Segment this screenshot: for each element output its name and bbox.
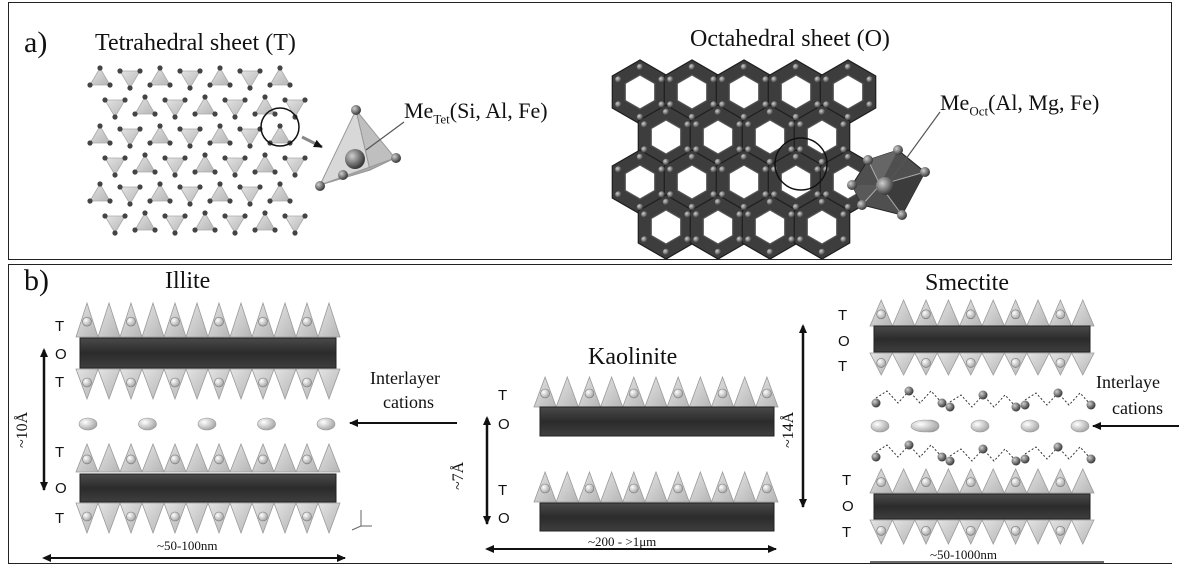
octahedral-sheet-network [611, 59, 877, 260]
kaolinite-width-label: ~200 - >1μm [588, 534, 657, 549]
smectite-width-label: ~50-1000nm [930, 547, 997, 562]
tetrahedral-sheet-network [87, 65, 308, 236]
kaolinite-spacing-label: ~7Å [450, 461, 467, 490]
octahedron-model [847, 111, 941, 220]
illite-structure [75, 301, 341, 535]
smectite-title: Smectite [925, 270, 1009, 296]
octahedral-sheet-title: Octahedral sheet (O) [690, 26, 890, 52]
tetrahedral-sheet-title: Tetrahedral sheet (T) [95, 30, 296, 56]
tetrahedron-model [315, 105, 405, 191]
oct-metal-label: MeOct(Al, Mg, Fe) [940, 90, 1099, 119]
oct-metal-subscript: Oct [969, 103, 989, 119]
illite-interlayer-label-1: Interlayer [370, 368, 440, 388]
tet-metal-elements: (Si, Al, Fe) [449, 98, 548, 123]
panel-a-frame [8, 2, 1172, 260]
smectite-stack-top-t: T [838, 307, 848, 324]
smectite-spacing-label: ~14Å [780, 411, 797, 448]
illite-stack-bottom-t: T [55, 444, 65, 461]
illite-interlayer-label-2: cations [383, 392, 434, 412]
tet-zoom-circle [260, 107, 300, 147]
tet-zoom-arrow [301, 135, 323, 149]
kaolinite-stack-bottom-o: O [498, 510, 510, 527]
axis-glyph [351, 510, 372, 531]
tet-metal-symbol: Me [404, 98, 434, 123]
smectite-stack-bottom-o: O [842, 498, 854, 515]
tet-metal-subscript: Tet [433, 111, 450, 127]
kaolinite-title: Kaolinite [588, 344, 678, 370]
oct-zoom-circle [774, 137, 828, 191]
tet-metal-label: MeTet(Si, Al, Fe) [404, 98, 548, 127]
illite-stack-top-o: O [55, 346, 67, 363]
smectite-stack-bottom-t: T [842, 472, 852, 489]
kaolinite-stack-top-o: O [498, 416, 510, 433]
illite-stack-bottom-o: O [55, 480, 67, 497]
smectite-interlayer-label-2: cations [1112, 398, 1163, 418]
illite-title: Illite [165, 268, 211, 294]
panel-a-label: a) [24, 26, 48, 59]
kaolinite-stack-bottom-t: T [498, 482, 508, 499]
kaolinite-structure [533, 375, 779, 532]
smectite-interlayer-label-1: Interlaye [1096, 372, 1160, 392]
illite-stack-bottom-t2: T [55, 510, 65, 527]
illite-stack-top-t2: T [55, 374, 65, 391]
smectite-stack-top-o: O [838, 333, 850, 350]
oct-metal-elements: (Al, Mg, Fe) [988, 90, 1100, 115]
smectite-stack-top-t2: T [838, 358, 848, 375]
illite-stack-top-t: T [55, 318, 65, 335]
panel-b-frame [8, 264, 1172, 564]
smectite-structure [869, 298, 1096, 545]
smectite-stack-bottom-t2: T [842, 524, 852, 541]
panel-b-label: b) [24, 264, 49, 297]
kaolinite-stack-top-t: T [498, 387, 508, 404]
illite-spacing-label: ~10Å [14, 411, 31, 448]
illite-width-label: ~50-100nm [157, 538, 218, 553]
oct-metal-symbol: Me [940, 90, 970, 115]
